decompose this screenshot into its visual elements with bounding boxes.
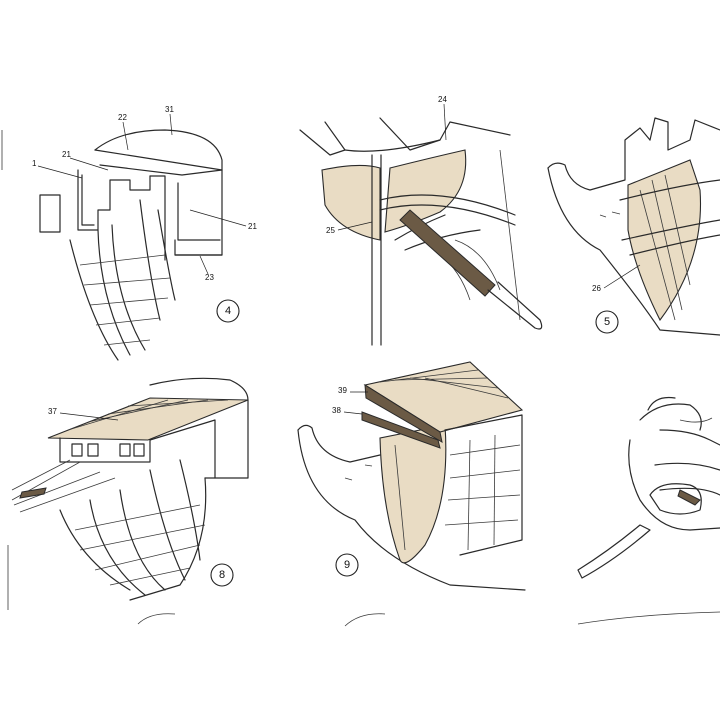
step-number: 9 — [344, 559, 350, 571]
step-number-circle — [216, 299, 240, 323]
step-number-circle — [335, 553, 359, 577]
part-label: 1 — [32, 159, 37, 168]
part-label: 37 — [48, 407, 57, 416]
figure-hand-bending-plank — [577, 396, 720, 579]
figure-step-9: 39 38 9 — [297, 361, 526, 591]
part-label: 22 — [118, 113, 127, 122]
step-number: 8 — [219, 569, 225, 581]
figure-step-5: 26 5 — [547, 117, 720, 336]
step-number-circle — [210, 563, 234, 587]
file-handle — [487, 281, 543, 330]
plank-strip — [577, 524, 651, 579]
cropped-figure-fragment — [137, 613, 176, 625]
step-number-circle — [595, 310, 619, 334]
cropped-figure-fragment — [577, 611, 720, 625]
part-label: 26 — [592, 284, 601, 293]
part-label: 23 — [205, 273, 214, 282]
file-icon — [399, 209, 496, 297]
step-number: 5 — [604, 316, 610, 328]
part-label: 21 — [248, 222, 257, 231]
figure-step-4: 22 31 1 21 21 23 4 — [32, 105, 257, 361]
cropped-figure-fragment — [344, 613, 386, 627]
part-label: 39 — [338, 386, 347, 395]
figure-stern-filing: 24 25 — [299, 95, 543, 346]
hatch-icon — [19, 487, 47, 499]
part-label: 25 — [326, 226, 335, 235]
part-label: 21 — [62, 150, 71, 159]
part-label: 24 — [438, 95, 447, 104]
part-label: 38 — [332, 406, 341, 415]
figure-step-8: 37 8 — [11, 377, 249, 601]
step-number: 4 — [225, 305, 231, 317]
part-label: 31 — [165, 105, 174, 114]
